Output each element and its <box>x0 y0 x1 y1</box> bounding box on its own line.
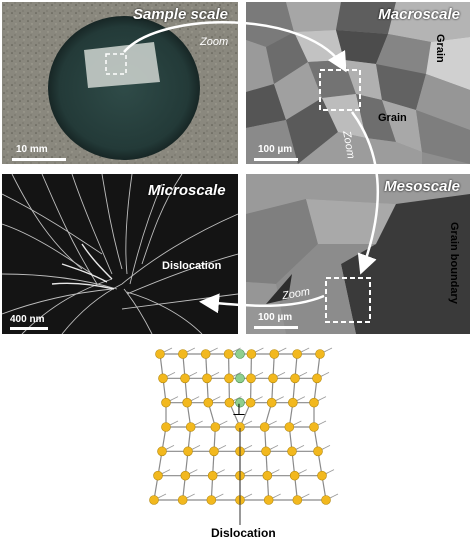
lattice-atom <box>180 470 191 481</box>
scale-label-microscale: 400 nm <box>10 314 45 325</box>
lattice-atom <box>161 397 171 408</box>
panel-title-macroscale: Macroscale <box>378 6 460 23</box>
extra-half-plane-atom <box>235 373 245 384</box>
lattice-atom <box>153 470 163 481</box>
lattice-atom <box>224 373 234 384</box>
lattice-atom <box>200 349 211 359</box>
scale-bar-macroscale <box>254 158 298 161</box>
dislocation-label: Dislocation <box>162 260 222 272</box>
lattice-atom <box>312 373 322 384</box>
zoom-box-sample <box>105 53 127 75</box>
lattice-atom <box>223 349 234 359</box>
lattice-drawing <box>149 347 339 525</box>
lattice-atom <box>309 422 319 432</box>
sample-scale-panel: Sample scale 10 mm <box>2 2 238 164</box>
lattice-diagram: ⊥ <box>140 340 340 525</box>
lattice-atom <box>284 422 295 432</box>
lattice-atom <box>161 422 171 432</box>
lattice-atom <box>292 495 303 505</box>
lattice-atom <box>246 373 256 384</box>
microscale-tem-image <box>2 174 238 334</box>
extra-half-plane-atom <box>235 349 245 359</box>
lattice-atom <box>158 373 168 384</box>
lattice-atom <box>182 397 192 408</box>
lattice-atom <box>309 397 319 408</box>
sample-photo <box>2 2 238 164</box>
panel-title-sample: Sample scale <box>132 6 228 23</box>
lattice-atom <box>289 470 300 481</box>
lattice-atom <box>149 495 159 505</box>
lattice-atom <box>210 422 221 432</box>
lattice-atom <box>268 373 278 384</box>
lattice-atom <box>287 446 297 457</box>
zoom-arrow-sample-to-macro <box>123 21 347 73</box>
lattice-atom <box>317 470 327 481</box>
lattice-atom <box>206 495 217 505</box>
extra-half-plane-atom <box>235 397 245 408</box>
zoom-arrow-meso-to-micro <box>199 293 325 314</box>
lattice-atom <box>157 446 167 457</box>
lattice-atom <box>262 470 273 481</box>
sample-specimen <box>84 42 160 88</box>
lattice-caption: Dislocation <box>211 526 276 540</box>
grain-label-2: Grain <box>378 112 407 124</box>
scale-bar-microscale <box>10 327 48 330</box>
lattice-atom <box>261 446 271 457</box>
scale-bar-sample <box>12 158 66 161</box>
lattice-atom <box>313 446 323 457</box>
lattice-atom <box>288 397 298 408</box>
panel-title-mesoscale: Mesoscale <box>384 178 460 195</box>
lattice-atom <box>224 397 235 408</box>
zoom-label-1: Zoom <box>200 36 229 48</box>
lattice-atom <box>246 349 257 359</box>
scale-label-mesoscale: 100 µm <box>258 312 293 323</box>
lattice-atom <box>203 397 214 408</box>
mesoscale-micrograph <box>246 174 470 334</box>
lattice-atom <box>209 446 219 457</box>
lattice-atom <box>290 373 300 384</box>
macroscale-micrograph <box>246 2 470 164</box>
microscale-panel: Microscale Dislocation 400 nm <box>2 174 238 334</box>
lattice-atom <box>177 495 188 505</box>
lattice-atom <box>202 373 212 384</box>
scale-label-sample: 10 mm <box>16 144 48 155</box>
lattice-atom <box>259 422 270 432</box>
scale-bar-mesoscale <box>254 326 298 329</box>
lattice-atom <box>183 446 193 457</box>
lattice-atom <box>315 349 325 359</box>
zoom-box-mesoscale <box>325 277 371 323</box>
lattice-atom <box>266 397 277 408</box>
lattice-atom <box>245 397 256 408</box>
lattice-atom <box>321 495 331 505</box>
lattice-atom <box>207 470 218 481</box>
lattice-atom <box>263 495 274 505</box>
lattice-atom <box>185 422 196 432</box>
lattice-atom <box>292 349 302 359</box>
zoom-arrow-macro-to-meso <box>350 111 380 275</box>
lattice-atom <box>178 349 188 359</box>
mesoscale-panel: Mesoscale Grain boundary 100 µm <box>246 174 470 334</box>
lattice-atom <box>180 373 190 384</box>
dislocation-symbol: ⊥ <box>232 402 246 419</box>
lattice-atom <box>155 349 165 359</box>
lattice-atom <box>269 349 280 359</box>
scale-label-macroscale: 100 µm <box>258 144 293 155</box>
panel-title-microscale: Microscale <box>148 182 226 199</box>
